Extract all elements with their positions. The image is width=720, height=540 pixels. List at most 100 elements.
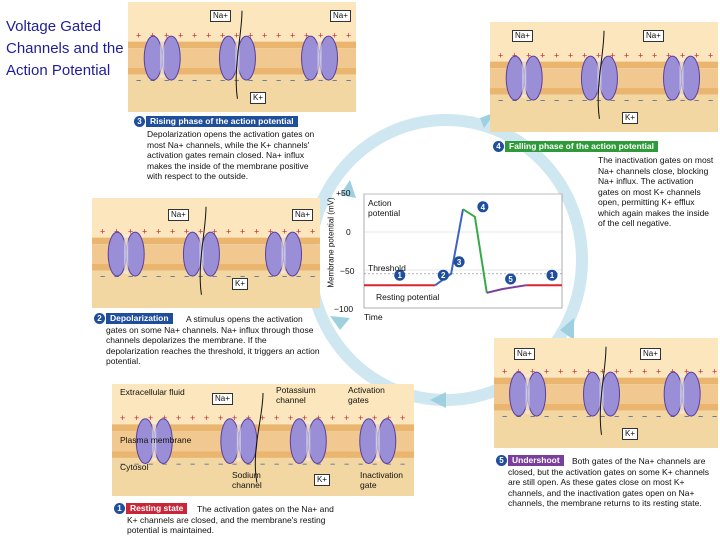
charge-sign: + [234,30,239,40]
stage-text-4: The inactivation gates on most Na+ chann… [598,155,714,228]
page-title: Voltage Gated Channels and the Action Po… [6,18,124,79]
sodium-channel [265,231,303,277]
charge-sign: + [502,366,507,376]
charge-sign: + [176,413,181,423]
charge-sign: + [254,226,259,236]
charge-sign: + [262,30,267,40]
stage-badge-3: Rising phase of the action potential [146,116,298,127]
ytick-label: 0 [346,227,351,237]
charge-sign: − [652,95,657,105]
charge-sign: + [204,413,209,423]
charge-sign: − [260,459,265,469]
charge-sign: − [226,271,231,281]
y-axis-label: Membrane potential (mV) [326,197,336,288]
sodium-channel [663,371,701,417]
annotation-threshold: Threshold [368,263,406,273]
charge-sign: − [142,271,147,281]
stage-text-5: Both gates of the Na+ channels are close… [508,456,710,508]
panel-resting: +−+−+−+−+−+−+−+−+−+−+−+−+−+−+−+−+−+−+−+−… [112,384,414,496]
charge-sign: − [164,75,169,85]
sodium-channel [509,371,547,417]
charge-sign: + [170,226,175,236]
charge-sign: + [318,30,323,40]
charge-sign: + [624,50,629,60]
charge-sign: + [240,226,245,236]
charge-sign: + [304,30,309,40]
stage-marker-2: 2 [437,269,449,281]
charge-sign: − [184,271,189,281]
membrane-diagram: +−+−+−+−+−+−+−+−+−+−+−+−+−+−+−+−+−+−+−+−… [112,384,414,496]
ion-flow-arrow [199,206,207,295]
charge-sign: − [712,411,717,421]
charge-sign: + [156,226,161,236]
charge-sign: − [296,271,301,281]
membrane-diagram: +−+−+−+−+−+−+−+−+−+−+−+−+−+−+−+− [128,2,356,112]
charge-sign: + [330,413,335,423]
label-extracellular: Extracellular fluid [120,387,185,397]
charge-sign: + [128,226,133,236]
charge-sign: + [332,30,337,40]
svg-text:4: 4 [481,203,486,212]
ap-trace-segment [462,208,488,293]
charge-sign: + [596,50,601,60]
ion-flow-arrow [597,30,605,119]
extracellular-region [92,198,320,238]
cytosol-region [128,74,356,112]
charge-sign: + [684,366,689,376]
charge-sign: + [114,226,119,236]
charge-sign: + [600,366,605,376]
label-activation-gates: Activation gates [348,385,385,405]
charge-sign: + [666,50,671,60]
charge-sign: − [656,411,661,421]
charge-sign: − [302,459,307,469]
charge-sign: − [176,459,181,469]
charge-sign: + [302,413,307,423]
charge-sign: − [558,411,563,421]
membrane-diagram: +−+−+−+−+−+−+−+−+−+−+−+−+−+−+−+− [494,338,718,448]
charge-sign: − [498,95,503,105]
charge-sign: − [190,459,195,469]
label-plasma-membrane: Plasma membrane [120,435,192,445]
charge-sign: + [516,366,521,376]
charge-sign: − [128,271,133,281]
panel-depolarization: +−+−+−+−+−+−+−+−+−+−+−+−+−+−+−+− [92,198,320,308]
stage-marker-1: 1 [546,269,558,281]
membrane-diagram: +−+−+−+−+−+−+−+−+−+−+−+−+−+−+−+− [92,198,320,308]
charge-sign: − [262,75,267,85]
charge-sign: + [192,30,197,40]
ion-label-k: K+ [314,474,331,486]
stage-number-1: 1 [114,503,125,514]
charge-sign: − [156,271,161,281]
cytosol-region [112,457,414,496]
charge-sign: − [610,95,615,105]
charge-sign: − [332,75,337,85]
charge-sign: + [694,50,699,60]
ion-label-na: Na+ [514,348,535,360]
charge-sign: − [240,271,245,281]
charge-sign: + [260,413,265,423]
ion-label-na: Na+ [330,10,351,22]
charge-sign: + [296,226,301,236]
stage-marker-3: 3 [453,256,465,268]
cytosol-region [490,94,718,132]
charge-sign: + [100,226,105,236]
stage-marker-1: 1 [394,269,406,281]
stage-badge-5: Undershoot [508,455,564,466]
charge-sign: − [220,75,225,85]
charge-sign: + [708,50,713,60]
charge-sign: + [232,413,237,423]
charge-sign: + [372,413,377,423]
membrane-core [112,431,414,452]
sodium-channel [301,35,339,81]
charge-sign: − [288,459,293,469]
potassium-channel [289,418,327,465]
label-cytosol: Cytosol [120,462,149,472]
charge-sign: + [698,366,703,376]
charge-sign: + [218,413,223,423]
charge-sign: − [136,75,141,85]
charge-sign: − [212,271,217,281]
potassium-channel [583,371,621,417]
charge-sign: + [150,30,155,40]
charge-sign: − [120,459,125,469]
stage-marker-4: 4 [477,201,489,213]
